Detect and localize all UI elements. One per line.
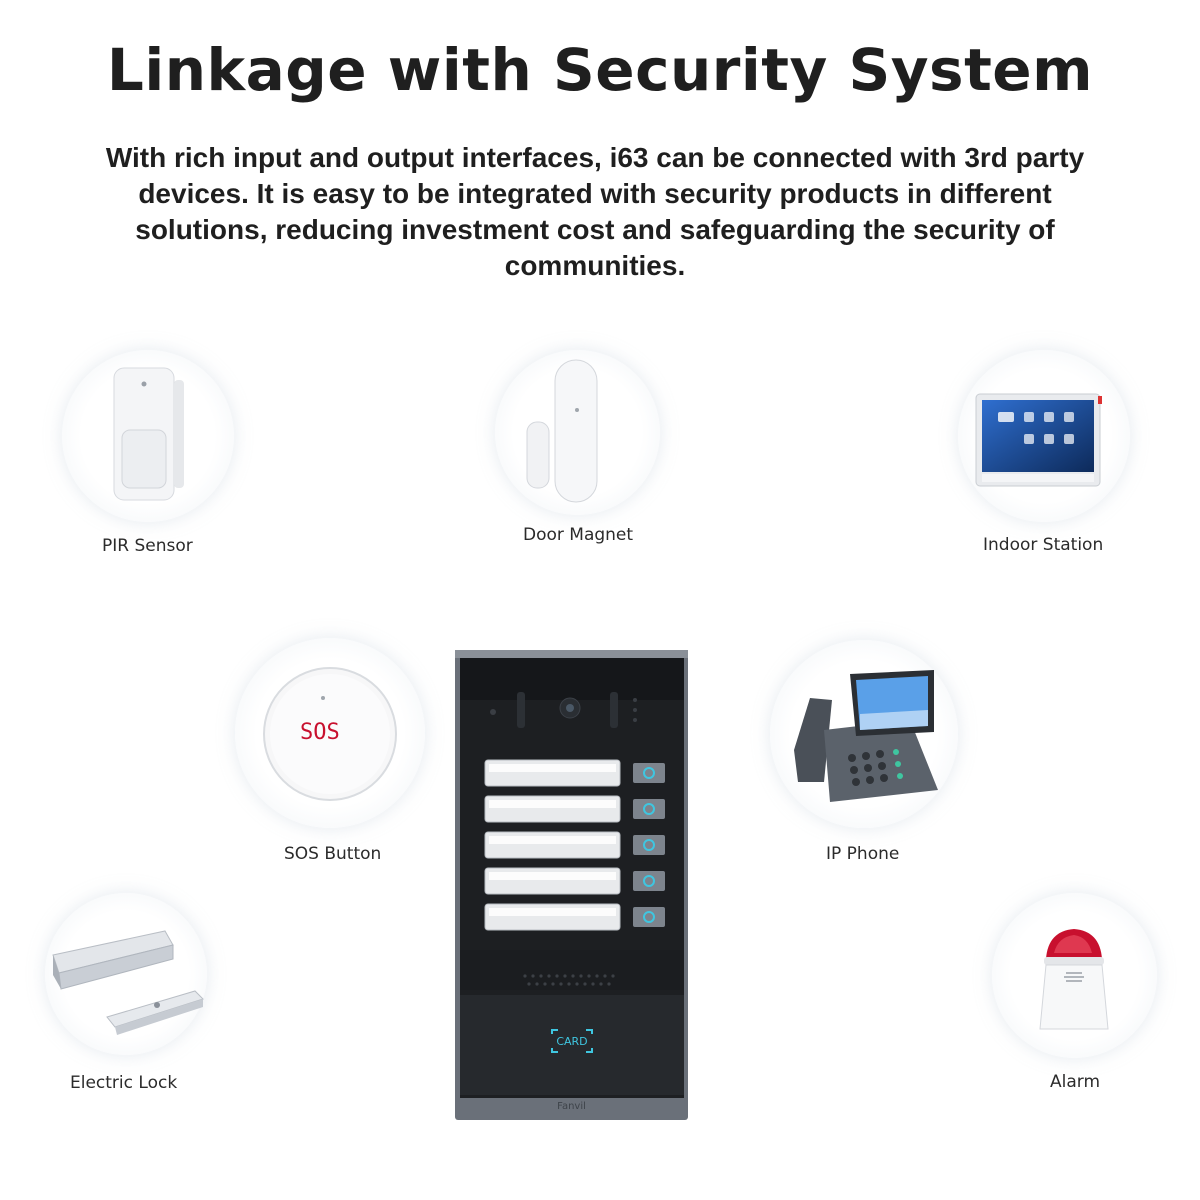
device-label: SOS Button: [284, 844, 382, 864]
door-magnet-icon: [526, 359, 598, 503]
call-button: [633, 871, 665, 891]
call-button: [633, 835, 665, 855]
name-plate: [484, 903, 621, 931]
card-reader-label: CARD: [556, 1035, 588, 1048]
device-label: Alarm: [1050, 1072, 1101, 1092]
device-label: Door Magnet: [523, 525, 634, 545]
name-plate: [484, 759, 621, 787]
call-button: [633, 799, 665, 819]
name-plate-list: [484, 759, 665, 931]
alarm-siren-icon: [1039, 929, 1109, 1030]
device-label: IP Phone: [826, 844, 900, 864]
name-plate: [484, 867, 621, 895]
intercom-panel: CARD Fanvil: [455, 650, 688, 1120]
device-label: PIR Sensor: [102, 536, 193, 556]
sos-badge-text: SOS: [300, 720, 340, 745]
brand-logo: Fanvil: [557, 1101, 586, 1112]
indoor-station-icon: [975, 393, 1102, 487]
page-title: Linkage with Security System: [106, 36, 1094, 104]
sos-button-icon: [263, 667, 397, 801]
name-plate: [484, 831, 621, 859]
card-reader-frame-icon: [551, 1029, 593, 1053]
speaker-grille: [523, 974, 615, 986]
device-label: Electric Lock: [70, 1073, 178, 1093]
electric-lock-icon: [52, 930, 204, 1035]
page-description: With rich input and output interfaces, i…: [105, 142, 1085, 281]
name-plate: [484, 795, 621, 823]
call-button: [633, 763, 665, 783]
pir-sensor-icon: [113, 367, 184, 501]
call-button: [633, 907, 665, 927]
ip-phone-icon: [794, 670, 938, 802]
device-label: Indoor Station: [983, 535, 1104, 555]
